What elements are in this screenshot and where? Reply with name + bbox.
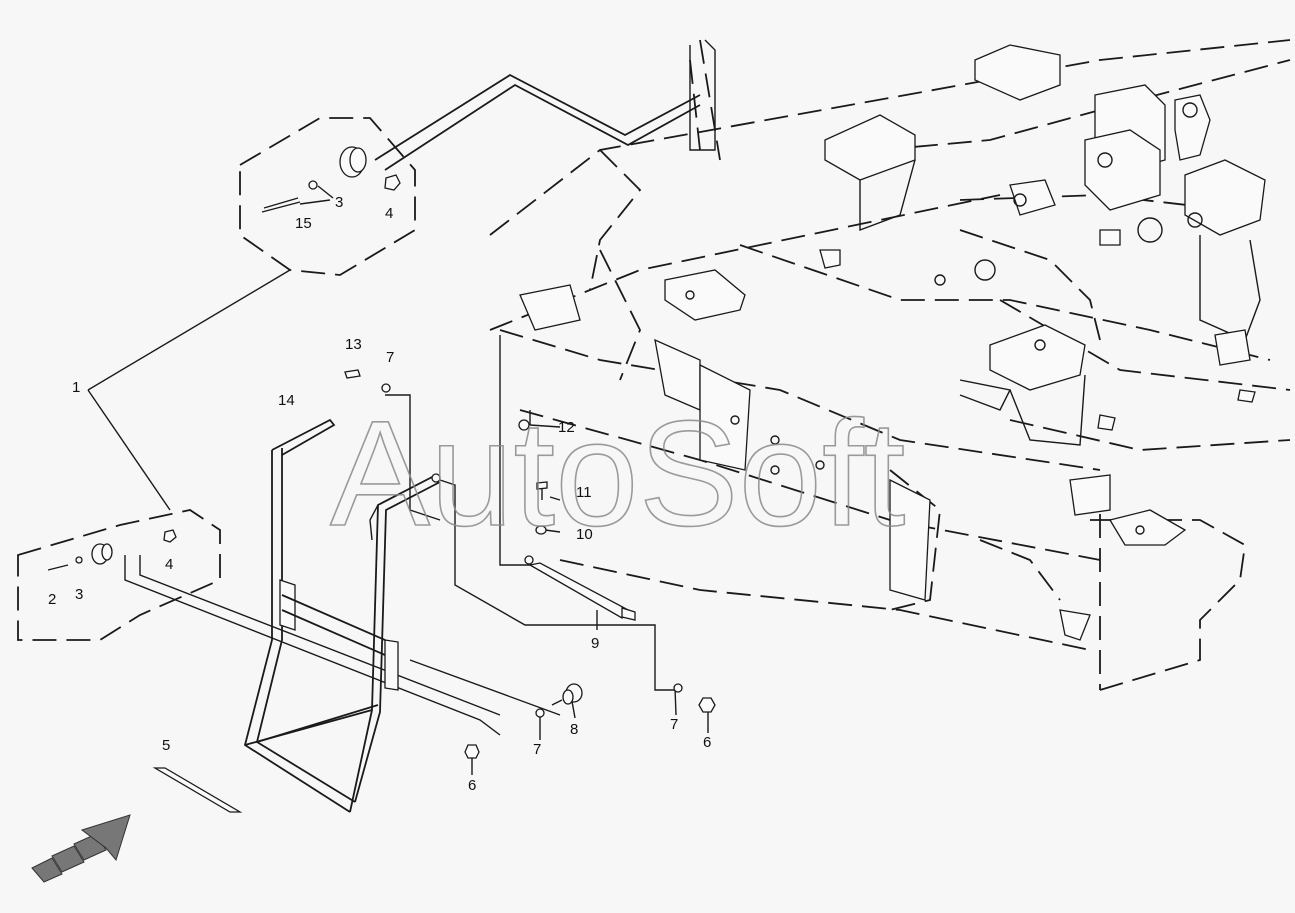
detail-box-upper [239, 117, 416, 276]
step-ladder [243, 418, 441, 813]
leader-lines [87, 269, 709, 775]
callout-3-lower: 3 [75, 586, 83, 603]
callout-9: 9 [591, 635, 599, 652]
detail-box-lower [17, 509, 221, 641]
callout-13: 13 [345, 336, 362, 353]
callout-15: 15 [295, 215, 312, 232]
watermark-text: AutoSoft [330, 389, 905, 557]
frame-brackets [499, 39, 1266, 641]
callout-14: 14 [278, 392, 295, 409]
callout-6-right: 6 [703, 734, 711, 751]
frame-chassis [489, 39, 1291, 691]
callout-2: 2 [48, 591, 56, 608]
bracket-9 [524, 555, 636, 621]
callout-6-left: 6 [468, 777, 476, 794]
callout-labels: 1 2 3 3 4 4 5 6 6 7 7 7 8 9 10 11 12 13 … [48, 194, 711, 794]
callout-7-right: 7 [670, 716, 678, 733]
callout-1: 1 [72, 379, 80, 396]
callout-12: 12 [558, 419, 575, 436]
plate-5 [152, 767, 243, 813]
callout-8: 8 [570, 721, 578, 738]
callout-11: 11 [576, 484, 592, 501]
callout-4-lower: 4 [165, 556, 173, 573]
support-rod-upper [374, 73, 701, 171]
callout-3-upper: 3 [335, 194, 343, 211]
callout-4-upper: 4 [385, 205, 393, 222]
callout-7-left: 7 [533, 741, 541, 758]
direction-arrow-icon [31, 814, 131, 883]
callout-5: 5 [162, 737, 170, 754]
callout-7-top: 7 [386, 349, 394, 366]
fasteners [344, 369, 716, 759]
callout-10: 10 [576, 526, 593, 543]
